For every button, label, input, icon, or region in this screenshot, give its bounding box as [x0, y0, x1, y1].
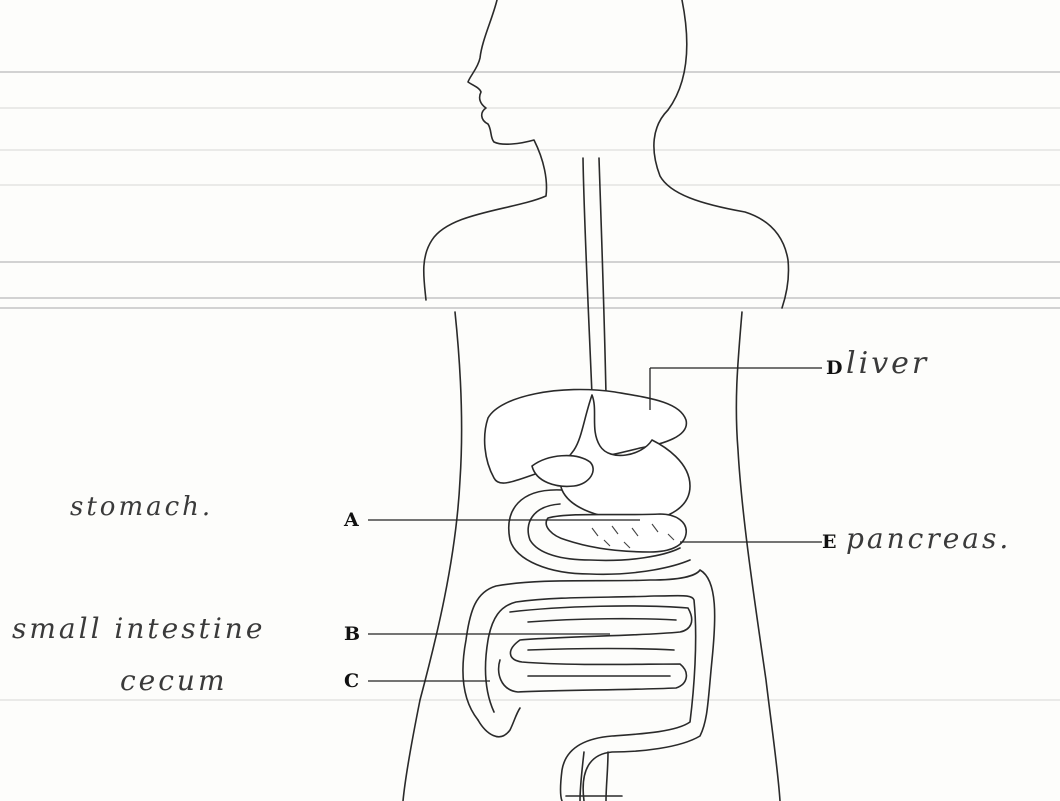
answer-d-liver: liver: [846, 346, 929, 381]
torso-right-outline: [736, 312, 780, 801]
small-intestine-coil-inner: [528, 619, 676, 676]
label-d: D: [826, 357, 842, 379]
torso-left-outline: [403, 312, 462, 801]
answer-a-stomach: stomach.: [70, 492, 213, 522]
large-intestine-inner: [486, 596, 696, 801]
gallbladder-shape: [532, 456, 593, 487]
label-b: B: [344, 623, 360, 645]
cecum-appendix: [478, 708, 520, 737]
esophagus-left: [583, 158, 592, 395]
label-e: E: [822, 531, 836, 553]
rectum-right: [606, 752, 608, 801]
answer-e-pancreas: pancreas.: [846, 522, 1011, 555]
answer-c-cecum: cecum: [120, 664, 228, 697]
large-intestine-outer: [463, 570, 715, 801]
label-c: C: [344, 670, 359, 692]
answer-b-small-intestine: small intestine: [12, 612, 265, 645]
esophagus-right: [599, 158, 606, 395]
label-a: A: [344, 509, 359, 531]
